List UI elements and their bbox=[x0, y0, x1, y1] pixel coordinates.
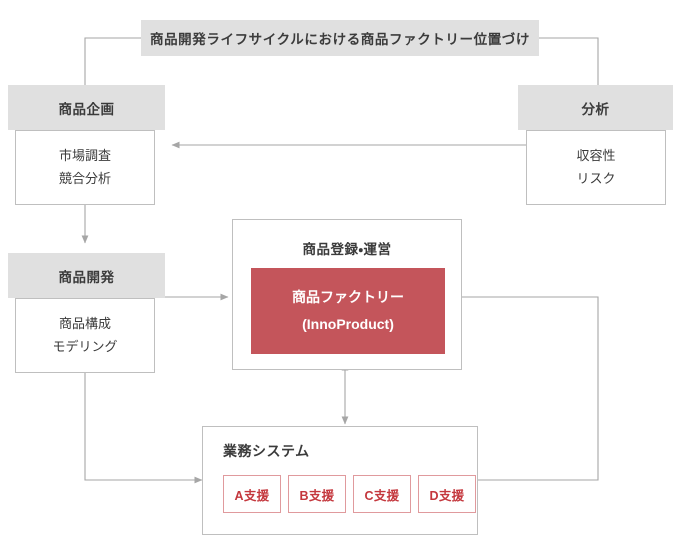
support-chip-a-label: A支援 bbox=[234, 488, 270, 503]
arrow-development-to-business bbox=[84, 373, 203, 484]
planning-item-1: 競合分析 bbox=[58, 170, 111, 186]
node-planning-header: 商品企画 bbox=[8, 85, 165, 130]
banner-label: 商品開発ライフサイクルにおける商品ファクトリー位置づけ bbox=[149, 32, 531, 47]
node-analysis-header: 分析 bbox=[518, 85, 673, 130]
node-planning-body: 市場調査 競合分析 bbox=[15, 130, 155, 205]
banner-title: 商品開発ライフサイクルにおける商品ファクトリー位置づけ bbox=[141, 20, 539, 56]
planning-header-label: 商品企画 bbox=[58, 101, 115, 117]
support-chip-d[interactable]: D支援 bbox=[418, 475, 476, 513]
node-development-body: 商品構成 モデリング bbox=[15, 298, 155, 373]
support-chip-b[interactable]: B支援 bbox=[288, 475, 346, 513]
development-item-0: 商品構成 bbox=[58, 315, 111, 331]
support-chip-b-label: B支援 bbox=[299, 488, 335, 503]
development-header-label: 商品開発 bbox=[58, 269, 115, 285]
product-factory-box: 商品ファクトリー (InnoProduct) bbox=[251, 268, 445, 354]
support-chip-a[interactable]: A支援 bbox=[223, 475, 281, 513]
business-system-title-label: 業務システム bbox=[223, 443, 310, 459]
analysis-item-0: 収容性 bbox=[576, 147, 616, 163]
development-item-1: モデリング bbox=[52, 338, 118, 354]
planning-item-0: 市場調査 bbox=[58, 147, 111, 163]
line-banner-to-planning bbox=[84, 37, 141, 85]
line-registration-to-business-right bbox=[462, 296, 599, 481]
analysis-header-label: 分析 bbox=[581, 101, 610, 117]
support-chip-d-label: D支援 bbox=[429, 488, 465, 503]
node-business-system-group: 業務システム A支援 B支援 C支援 D支援 bbox=[202, 426, 478, 535]
line-banner-to-analysis bbox=[539, 37, 599, 85]
registration-title: 商品登録・運営 bbox=[233, 238, 461, 258]
node-development-header: 商品開発 bbox=[8, 253, 165, 298]
support-chip-c-label: C支援 bbox=[364, 488, 400, 503]
node-analysis-body: 収容性 リスク bbox=[526, 130, 666, 205]
node-registration-group: 商品登録・運営 商品ファクトリー (InnoProduct) bbox=[232, 219, 462, 370]
support-chip-c[interactable]: C支援 bbox=[353, 475, 411, 513]
business-system-title: 業務システム bbox=[223, 441, 310, 461]
analysis-item-1: リスク bbox=[576, 170, 616, 186]
product-factory-name: 商品ファクトリー bbox=[292, 289, 404, 306]
product-factory-subname: (InnoProduct) bbox=[302, 316, 394, 332]
registration-title-label: 商品登録・運営 bbox=[302, 242, 392, 257]
